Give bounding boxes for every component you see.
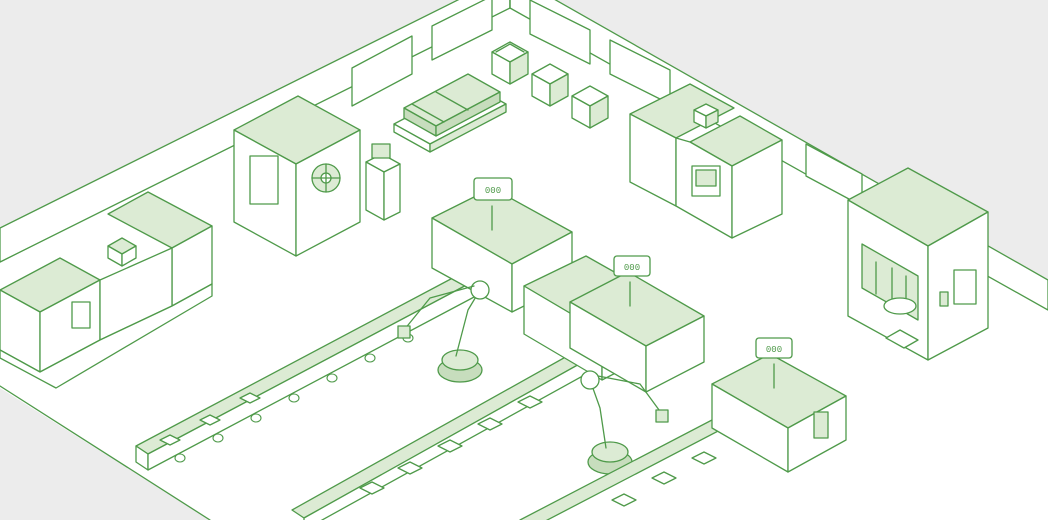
cardboard-box bbox=[571, 85, 609, 129]
keypad bbox=[813, 411, 829, 439]
press-machine bbox=[847, 167, 989, 361]
counter-display-text: 000 bbox=[766, 345, 782, 355]
cardboard-box bbox=[531, 63, 569, 107]
bending-machine bbox=[233, 95, 401, 257]
box-on-belt bbox=[691, 451, 717, 465]
counter-display bbox=[755, 337, 793, 359]
box-on-belt bbox=[437, 439, 463, 453]
box-on-belt bbox=[517, 395, 543, 409]
cardboard-box bbox=[491, 41, 529, 85]
box-on-belt bbox=[359, 481, 385, 495]
wall-window bbox=[351, 35, 413, 107]
wall-window bbox=[529, 0, 591, 65]
box-on-belt bbox=[199, 414, 221, 426]
control-pedal bbox=[885, 329, 919, 349]
box-on-belt bbox=[477, 417, 503, 431]
counter-display-text: 000 bbox=[624, 263, 640, 273]
counter-display-text: 000 bbox=[485, 186, 501, 196]
cardboard-box bbox=[693, 103, 719, 129]
wall-window bbox=[431, 0, 493, 61]
cnc-machine-left bbox=[0, 191, 213, 389]
rollers bbox=[174, 333, 414, 463]
conveyor-line-2: 000 bbox=[291, 255, 705, 520]
cardboard-boxes bbox=[491, 41, 609, 129]
box-on-belt bbox=[651, 471, 677, 485]
counter-display bbox=[613, 255, 651, 277]
conveyor-line-3: 000 bbox=[519, 337, 847, 520]
box-on-belt bbox=[239, 392, 261, 404]
counter-display bbox=[473, 177, 513, 201]
box-on-belt bbox=[397, 461, 423, 475]
cnc-machine-right bbox=[629, 83, 783, 239]
robot-arm-1 bbox=[397, 280, 490, 383]
box-on-belt bbox=[159, 434, 181, 446]
box-on-belt bbox=[611, 493, 637, 507]
pallet-stack bbox=[393, 73, 507, 153]
